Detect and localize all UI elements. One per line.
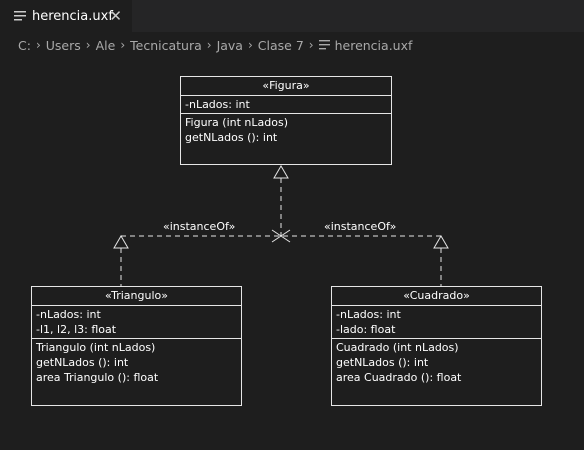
method: area Triangulo (): float <box>36 371 159 384</box>
inheritance-arrow-icon <box>113 235 129 249</box>
class-figura[interactable]: «Figura» -nLados: int Figura (int nLados… <box>180 76 392 165</box>
chevron-right-icon: › <box>85 38 91 52</box>
class-attributes: -nLados: int -l1, l2, l3: float <box>32 306 241 338</box>
method: Figura (int nLados) <box>185 116 289 129</box>
breadcrumb-item-ale[interactable]: Ale <box>95 37 116 53</box>
tab-label: herencia.uxf <box>32 8 113 24</box>
chevron-right-icon: › <box>206 38 212 52</box>
chevron-right-icon: › <box>247 38 253 52</box>
editor-tab[interactable]: herencia.uxf ✕ <box>0 0 132 32</box>
attribute: -nLados: int <box>185 98 250 111</box>
cross-mark <box>271 229 291 243</box>
class-triangulo[interactable]: «Triangulo» -nLados: int -l1, l2, l3: fl… <box>31 286 242 406</box>
attribute: -l1, l2, l3: float <box>36 323 117 336</box>
chevron-right-icon: › <box>120 38 126 52</box>
class-methods: Cuadrado (int nLados) getNLados (): int … <box>332 338 541 386</box>
method: getNLados (): int <box>336 356 429 369</box>
method: getNLados (): int <box>185 131 278 144</box>
breadcrumb-item-drive[interactable]: C: <box>18 37 31 53</box>
tab-bar: herencia.uxf ✕ <box>0 0 584 32</box>
method: Cuadrado (int nLados) <box>336 341 459 354</box>
breadcrumb-item-clase7[interactable]: Clase 7 <box>257 37 304 53</box>
class-name: «Figura» <box>181 77 391 96</box>
relation-label-left: «instanceOf» <box>163 220 236 233</box>
inheritance-arrow-icon <box>433 235 449 249</box>
close-icon[interactable]: ✕ <box>109 7 122 25</box>
breadcrumb-item-users[interactable]: Users <box>45 37 81 53</box>
class-cuadrado[interactable]: «Cuadrado» -nLados: int -lado: float Cua… <box>331 286 542 406</box>
relation-label-right: «instanceOf» <box>324 220 397 233</box>
breadcrumb: C: › Users › Ale › Tecnicatura › Java › … <box>18 36 412 54</box>
class-methods: Triangulo (int nLados) getNLados (): int… <box>32 338 241 386</box>
uml-diagram-canvas[interactable]: «instanceOf» «instanceOf» «Figura» -nLad… <box>0 60 584 450</box>
chevron-right-icon: › <box>35 38 41 52</box>
breadcrumb-item-tecnicatura[interactable]: Tecnicatura <box>130 37 202 53</box>
class-attributes: -nLados: int -lado: float <box>332 306 541 338</box>
method: area Cuadrado (): float <box>336 371 462 384</box>
attribute: -nLados: int <box>336 308 401 321</box>
file-lines-icon <box>14 11 26 21</box>
inheritance-arrow-icon <box>273 165 289 179</box>
attribute: -lado: float <box>336 323 396 336</box>
class-methods: Figura (int nLados) getNLados (): int <box>181 113 391 146</box>
file-lines-icon <box>318 40 330 50</box>
class-name: «Triangulo» <box>32 287 241 306</box>
chevron-right-icon: › <box>308 38 314 52</box>
breadcrumb-item-file[interactable]: herencia.uxf <box>334 37 413 53</box>
class-attributes: -nLados: int <box>181 96 391 113</box>
breadcrumb-item-java[interactable]: Java <box>216 37 243 53</box>
method: getNLados (): int <box>36 356 129 369</box>
class-name: «Cuadrado» <box>332 287 541 306</box>
attribute: -nLados: int <box>36 308 101 321</box>
relation-lines <box>113 165 449 286</box>
method: Triangulo (int nLados) <box>36 341 156 354</box>
